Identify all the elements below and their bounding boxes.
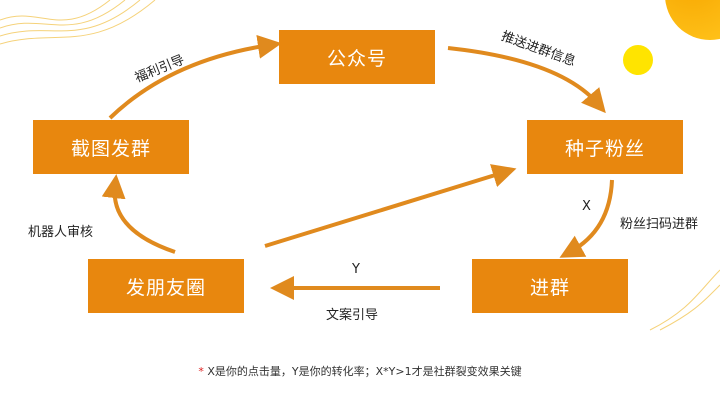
node-official-account: 公众号 [279, 30, 435, 84]
label-scan-join: 粉丝扫码进群 [620, 217, 699, 232]
arrow-moments-to-screenshot [101, 174, 176, 254]
arrow-moments-to-seed [264, 164, 517, 248]
label-robot-review: 机器人审核 [28, 225, 94, 240]
wave-decoration [0, 0, 720, 331]
footnote-star: * [198, 365, 204, 378]
arrow-seed-to-join [559, 179, 614, 258]
node-moments-post: 发朋友圈 [88, 259, 244, 313]
node-screenshot-group: 截图发群 [33, 120, 189, 174]
arrow-screenshot-to-official [108, 34, 282, 120]
orange-circle-decoration [665, 0, 720, 40]
footnote: * X是你的点击量，Y是你的转化率；X*Y>1才是社群裂变效果关键 [0, 363, 720, 379]
label-copy-guide: 文案引导 [326, 308, 379, 323]
label-y: Y [352, 262, 360, 277]
node-seed-fans: 种子粉丝 [527, 120, 683, 174]
label-x: X [582, 199, 591, 214]
yellow-circle-decoration [623, 45, 653, 75]
node-join-group: 进群 [472, 259, 628, 313]
footnote-text: X是你的点击量，Y是你的转化率；X*Y>1才是社群裂变效果关键 [203, 365, 522, 378]
arrow-official-to-seed [447, 46, 606, 114]
